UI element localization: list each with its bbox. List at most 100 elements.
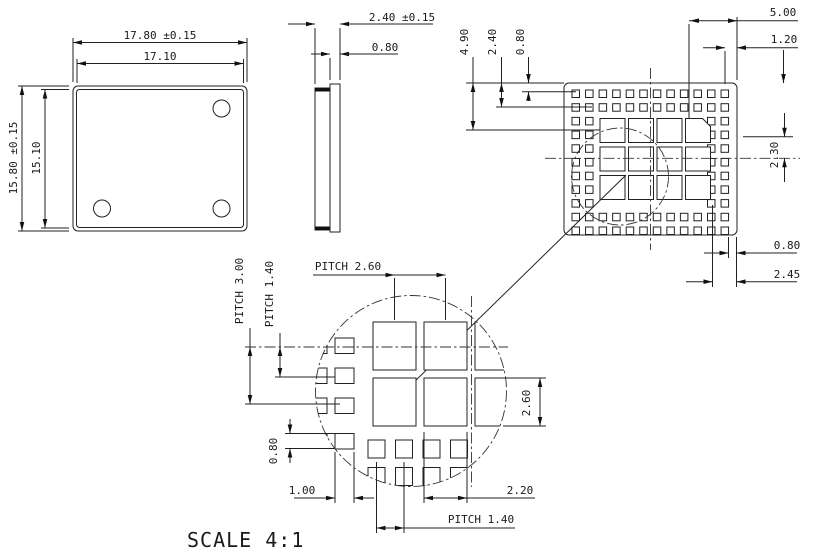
large-pad bbox=[599, 146, 626, 172]
small-pad bbox=[598, 89, 608, 98]
large-pad bbox=[685, 146, 711, 172]
arrowhead bbox=[499, 98, 504, 107]
arrowhead bbox=[537, 417, 543, 426]
arrowhead bbox=[19, 86, 25, 95]
detail-view-circle bbox=[315, 295, 507, 487]
side-pad bbox=[334, 367, 355, 384]
arrowhead bbox=[73, 40, 82, 45]
arrowhead bbox=[470, 121, 476, 130]
small-pad bbox=[679, 103, 689, 112]
small-pad bbox=[652, 212, 662, 222]
arrowhead bbox=[470, 83, 476, 92]
side-pad bbox=[334, 433, 355, 450]
small-pad bbox=[652, 226, 662, 235]
arrowhead bbox=[321, 51, 330, 57]
small-pad bbox=[639, 103, 648, 112]
arrowhead bbox=[782, 127, 787, 137]
small-pad bbox=[652, 89, 662, 98]
small-pad bbox=[720, 226, 730, 235]
dim-bottom-corner-pad: 1.20 bbox=[771, 33, 798, 46]
shield-bottom-edge bbox=[315, 226, 330, 230]
small-pad bbox=[666, 226, 675, 235]
arrowhead bbox=[526, 74, 531, 83]
small-pad bbox=[571, 116, 580, 126]
small-pad bbox=[598, 103, 608, 112]
dim-detail-pitch-columns: PITCH 2.60 bbox=[315, 260, 381, 273]
detail-view bbox=[245, 272, 546, 533]
dim-bottom-edge-to-outer-row: 0.80 bbox=[514, 29, 527, 56]
small-pad bbox=[666, 89, 675, 98]
dim-detail-large-pad-height: 2.60 bbox=[520, 390, 533, 417]
small-pad bbox=[693, 226, 702, 235]
small-pad bbox=[571, 171, 580, 181]
arrowhead bbox=[385, 272, 395, 278]
arrowhead bbox=[306, 21, 315, 27]
small-pad bbox=[720, 130, 730, 140]
small-pad bbox=[693, 103, 702, 112]
side-view bbox=[288, 21, 433, 233]
small-pad bbox=[679, 89, 689, 98]
small-pad bbox=[693, 212, 702, 222]
small-pad bbox=[585, 171, 594, 181]
small-pad bbox=[585, 212, 594, 222]
arrowhead bbox=[326, 495, 335, 501]
small-pad bbox=[585, 89, 594, 98]
large-pad bbox=[599, 118, 626, 143]
small-pad bbox=[720, 199, 730, 208]
large-pad bbox=[628, 118, 654, 143]
small-pad bbox=[720, 212, 730, 222]
dim-side-body-thickness: 0.80 bbox=[372, 41, 399, 54]
arrowhead bbox=[234, 61, 244, 66]
small-pad bbox=[422, 439, 441, 459]
small-pad bbox=[625, 89, 635, 98]
small-pad bbox=[625, 226, 635, 235]
small-pad bbox=[666, 212, 675, 222]
small-pad bbox=[571, 144, 580, 153]
small-pad bbox=[707, 103, 716, 112]
small-pad bbox=[625, 103, 635, 112]
top-view bbox=[18, 38, 248, 232]
small-pad bbox=[679, 212, 689, 222]
large-pad bbox=[685, 175, 711, 200]
arrowhead bbox=[247, 347, 253, 356]
arrowhead bbox=[42, 89, 48, 99]
dim-top-width-inner: 17.10 bbox=[143, 50, 176, 63]
small-pad bbox=[707, 199, 716, 208]
package-inner-outline bbox=[76, 89, 244, 228]
large-pad bbox=[474, 377, 507, 427]
large-pad bbox=[656, 175, 683, 200]
small-pad bbox=[612, 226, 621, 235]
large-pad bbox=[423, 321, 468, 371]
small-pad bbox=[720, 103, 730, 112]
arrowhead bbox=[781, 74, 786, 83]
small-pad bbox=[720, 185, 730, 194]
detail-indicator-circle bbox=[571, 127, 669, 226]
arrowhead bbox=[719, 250, 729, 256]
small-pad bbox=[367, 439, 386, 459]
small-pad bbox=[571, 89, 580, 98]
small-pad bbox=[612, 103, 621, 112]
scale-label: SCALE 4:1 bbox=[187, 528, 304, 552]
large-pad bbox=[372, 321, 417, 371]
small-pad bbox=[720, 171, 730, 181]
arrowhead bbox=[340, 51, 349, 57]
small-pad bbox=[571, 158, 580, 167]
large-pad-pin1-chamfer bbox=[685, 118, 711, 143]
dim-detail-large-pad-width: 2.20 bbox=[507, 484, 534, 497]
arrowhead bbox=[436, 272, 446, 278]
side-pad bbox=[334, 337, 355, 354]
arrowhead bbox=[499, 83, 504, 92]
dim-detail-pitch-small-rows: PITCH 1.40 bbox=[263, 261, 276, 327]
dim-top-width-outer: 17.80 ±0.15 bbox=[124, 29, 197, 42]
small-pad bbox=[693, 89, 702, 98]
arrowhead bbox=[340, 21, 349, 27]
small-pad bbox=[395, 439, 413, 459]
small-pad bbox=[598, 226, 608, 235]
arrowhead bbox=[703, 279, 713, 284]
small-pad bbox=[571, 226, 580, 235]
small-pad bbox=[612, 212, 621, 222]
dim-detail-side-pad-width: 1.00 bbox=[289, 484, 316, 497]
dim-bottom-center-to-row: 2.30 bbox=[768, 142, 781, 169]
small-pad bbox=[707, 89, 716, 98]
